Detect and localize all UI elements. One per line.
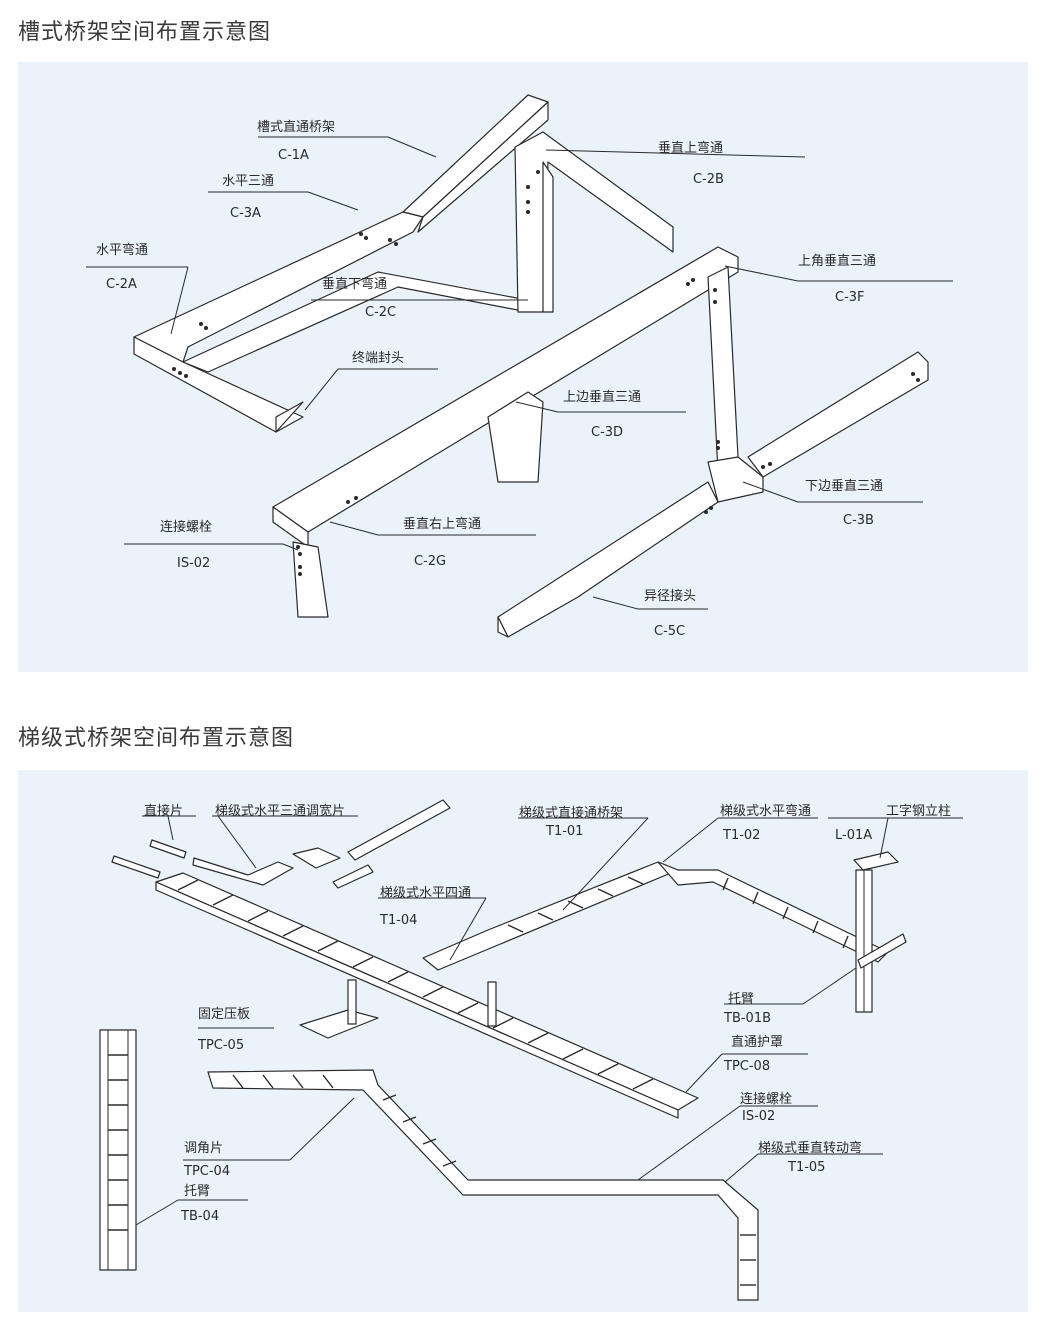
callout-ladder-horizontal-elbow-code: T1-02 — [723, 828, 761, 843]
vertical-ladder-left — [99, 1029, 137, 1271]
callout-lower-vertical-tee-code: C-3B — [843, 513, 874, 528]
leader-lines-ladder — [135, 815, 963, 1226]
callout-ladder-four-way-code: T1-04 — [380, 913, 418, 928]
callout-horizontal-tee: 水平三通 — [222, 174, 275, 189]
callout-straight-cover: 直通护罩 — [731, 1035, 784, 1050]
callout-upper-vertical-tee: 上边垂直三通 — [563, 390, 642, 405]
callout-vertical-swivel-elbow-code: T1-05 — [788, 1160, 826, 1175]
callout-vertical-up-elbow-code: C-2B — [693, 172, 724, 187]
callout-angle-plate: 调角片 — [184, 1141, 224, 1156]
callout-fixing-clamp: 固定压板 — [198, 1007, 251, 1022]
bolt-holes — [172, 170, 920, 576]
callout-vertical-swivel-elbow: 梯级式垂直转动弯 — [758, 1141, 863, 1156]
ladder-horizontal-elbow — [657, 861, 889, 963]
trough-tray-drawing — [86, 94, 953, 638]
callout-ladder-bolt: 连接螺栓 — [740, 1092, 793, 1107]
ladder-rungs-main — [177, 879, 654, 1090]
callout-fixing-clamp-code: TPC-05 — [198, 1038, 245, 1053]
upper-vertical-tee-shape — [487, 391, 544, 483]
corner-vertical-tee-shape — [707, 266, 739, 473]
callout-i-beam-column-code: L-01A — [835, 828, 873, 843]
callout-support-arm-code: TB-01B — [724, 1011, 772, 1026]
callout-angle-plate-code: TPC-04 — [184, 1164, 231, 1179]
callout-ladder-straight-code: T1-01 — [546, 824, 584, 839]
callout-support-arm-2-code: TB-04 — [181, 1209, 220, 1224]
callout-reducer: 异径接头 — [644, 589, 697, 604]
reducer-shape — [497, 481, 719, 638]
callout-vertical-down-elbow-code: C-2C — [365, 305, 397, 320]
callout-straight-tray-code: C-1A — [278, 148, 309, 163]
section-title-ladder: 梯级式桥架空间布置示意图 — [18, 726, 295, 751]
leader-lines — [86, 136, 953, 610]
callout-tee-width-adjust: 梯级式水平三通调宽片 — [215, 804, 346, 819]
callout-horizontal-elbow: 水平弯通 — [96, 243, 149, 258]
callout-lower-vertical-tee: 下边垂直三通 — [805, 479, 884, 494]
callout-ladder-four-way: 梯级式水平四通 — [380, 886, 472, 901]
callout-corner-vertical-tee-code: C-3F — [835, 290, 865, 305]
callout-support-arm: 托臂 — [728, 992, 755, 1007]
i-beam-column — [853, 851, 899, 871]
callout-reducer-code: C-5C — [654, 624, 686, 639]
vertical-up-elbow-shape — [514, 131, 674, 313]
callout-end-cap: 终端封头 — [352, 351, 405, 366]
diagram-panel-trough: 槽式直通桥架 C-1A 水平三通 C-3A 水平弯通 C-2A 垂直下弯通 C-… — [18, 62, 1028, 672]
ladder-vertical-swivel-elbow — [207, 1069, 759, 1301]
callout-horizontal-tee-code: C-3A — [230, 206, 261, 221]
callout-corner-vertical-tee: 上角垂直三通 — [798, 254, 877, 269]
callout-vertical-right-up-elbow-code: C-2G — [414, 554, 447, 569]
diagram-panel-ladder: 直接片 梯级式水平三通调宽片 梯级式直接通桥架 T1-01 梯级式水平弯通 T1… — [18, 770, 1028, 1312]
callout-support-arm-2: 托臂 — [184, 1184, 211, 1199]
ladder-straight-upper — [422, 861, 679, 971]
callout-vertical-right-up-elbow: 垂直右上弯通 — [403, 517, 482, 532]
straight-splice-plates — [111, 855, 161, 879]
vertical-right-up-elbow-shape — [292, 541, 329, 618]
callout-connecting-bolt: 连接螺栓 — [160, 520, 213, 535]
lower-vertical-tee-shape — [707, 456, 764, 503]
callout-ladder-horizontal-elbow: 梯级式水平弯通 — [720, 804, 812, 819]
callout-straight-cover-code: TPC-08 — [724, 1059, 771, 1074]
callout-vertical-down-elbow: 垂直下弯通 — [322, 277, 388, 292]
section-title-trough: 槽式桥架空间布置示意图 — [18, 20, 272, 45]
callout-straight-tray: 槽式直通桥架 — [257, 120, 336, 135]
callout-horizontal-elbow-code: C-2A — [106, 277, 137, 292]
callout-upper-vertical-tee-code: C-3D — [591, 425, 624, 440]
callout-ladder-straight: 梯级式直接通桥架 — [519, 806, 624, 821]
callout-i-beam-column: 工字钢立柱 — [886, 804, 952, 819]
ladder-tray-drawing — [99, 799, 963, 1301]
callout-ladder-bolt-code: IS-02 — [742, 1109, 776, 1124]
support-arm — [857, 933, 907, 969]
callout-straight-splice: 直接片 — [144, 804, 184, 819]
callout-connecting-bolt-code: IS-02 — [177, 556, 211, 571]
right-straight-shape — [747, 351, 929, 478]
ladder-four-way — [299, 1009, 379, 1039]
callout-vertical-up-elbow: 垂直上弯通 — [658, 141, 724, 156]
